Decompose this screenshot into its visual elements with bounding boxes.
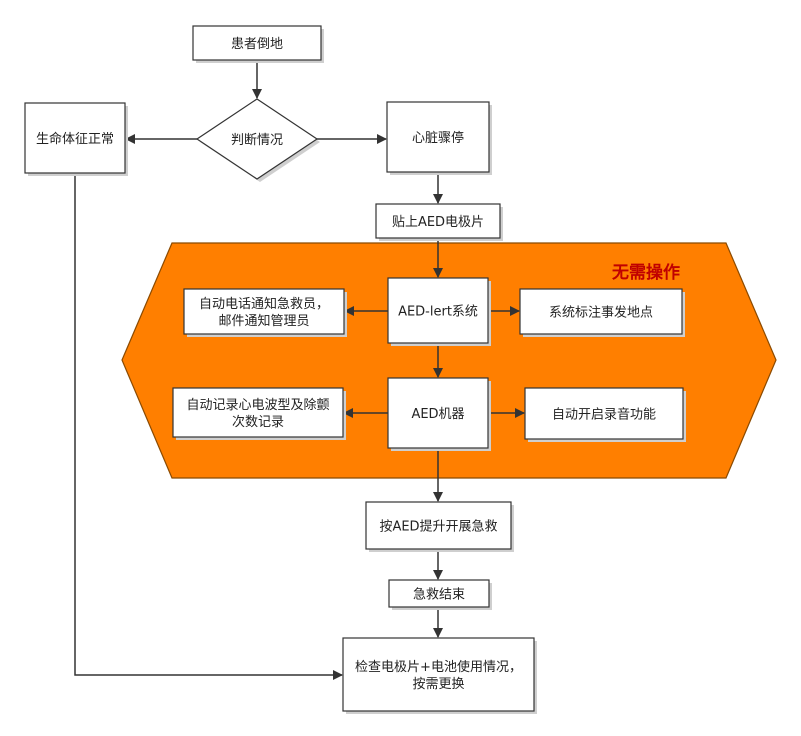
node-diamond	[195, 98, 319, 180]
node-judge: 判断情况	[195, 98, 320, 182]
node-rescue-end: 急救结束	[388, 579, 492, 610]
node-aed-machine: AED机器	[387, 377, 491, 451]
node-auto-audio: 自动开启录音功能	[524, 387, 686, 442]
node-cardiac-arrest: 心脏骤停	[386, 101, 492, 175]
node-label: 按AED提升开展急救	[379, 519, 497, 535]
node-box	[172, 387, 344, 438]
node-box	[387, 377, 489, 449]
node-patient-fall: 患者倒地	[192, 25, 324, 63]
node-aed-alert: AED-lert系统	[387, 277, 491, 346]
node-label: 自动电话通知急救员，	[199, 296, 329, 312]
node-label: 邮件通知管理员	[218, 313, 309, 329]
node-box	[387, 277, 489, 344]
node-box	[519, 288, 683, 335]
node-label: 自动开启录音功能	[552, 407, 656, 423]
node-label: 按需更换	[412, 677, 464, 692]
node-box	[192, 25, 322, 61]
node-label: AED机器	[411, 407, 464, 422]
edge-vital-to-check	[74, 173, 343, 680]
node-vital-normal: 生命体征正常	[24, 102, 128, 176]
node-label: 次数记录	[232, 414, 284, 430]
node-box	[524, 387, 684, 440]
region-label: 无需操作	[611, 262, 680, 283]
node-label: 患者倒地	[231, 37, 283, 52]
node-box	[342, 637, 535, 712]
node-box	[375, 203, 501, 239]
node-label: 贴上AED电极片	[392, 215, 484, 230]
node-label: 急救结束	[413, 587, 465, 603]
node-label: AED-lert系统	[398, 305, 478, 320]
node-check: 检查电极片+电池使用情况， 按需更换	[342, 637, 537, 714]
node-label: 判断情况	[231, 133, 283, 148]
node-label: 检查电极片+电池使用情况，	[355, 659, 522, 675]
node-label: 生命体征正常	[36, 131, 114, 147]
node-box	[386, 101, 490, 173]
node-box	[365, 501, 512, 550]
node-auto-notify: 自动电话通知急救员，邮件通知管理员	[183, 288, 347, 337]
node-attach-pads: 贴上AED电极片	[375, 203, 503, 241]
node-box	[183, 288, 345, 335]
node-box	[24, 102, 126, 174]
node-box	[388, 579, 490, 608]
node-mark-location: 系统标注事发地点	[519, 288, 685, 337]
node-label: 心脏骤停	[412, 130, 464, 146]
node-label: 自动记录心电波型及除颤	[186, 398, 329, 413]
node-press-aed: 按AED提升开展急救	[365, 501, 514, 552]
edges	[74, 60, 525, 680]
node-label: 系统标注事发地点	[549, 305, 653, 321]
